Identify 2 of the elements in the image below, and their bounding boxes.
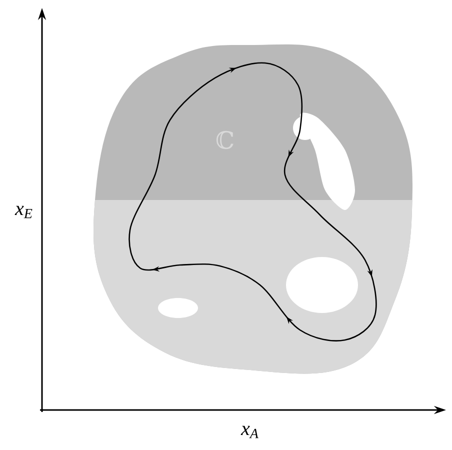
axis-label: x$_{A}$	[240, 426, 259, 438]
axis-label: x$_{E}$	[14, 206, 32, 218]
